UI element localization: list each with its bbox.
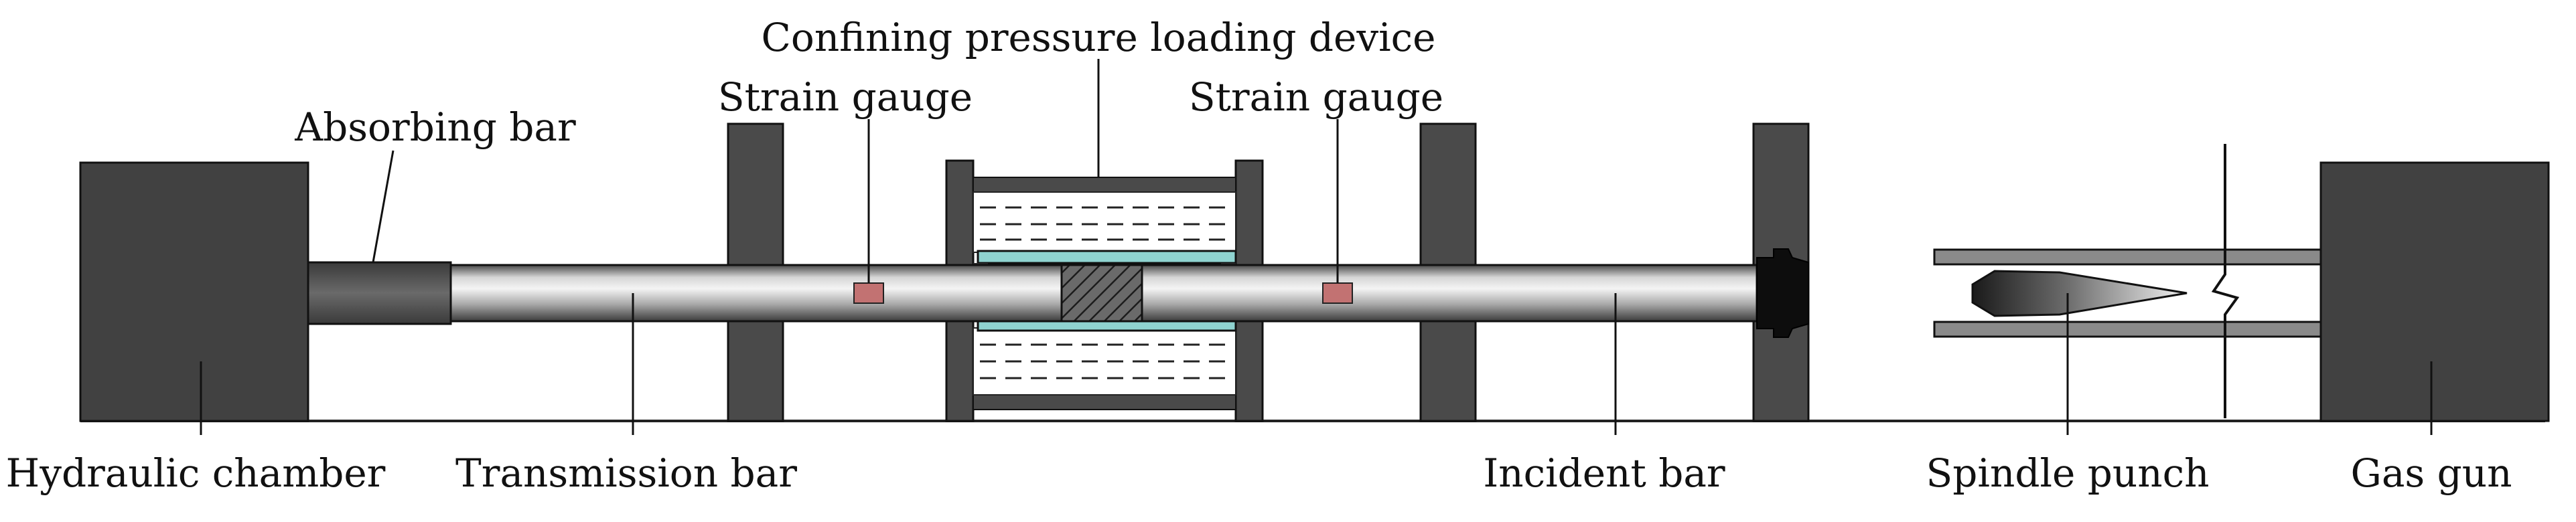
label-transmission-bar: Transmission bar: [455, 450, 797, 496]
label-spindle-punch: Spindle punch: [1926, 450, 2210, 496]
leader-lines: [200, 59, 2433, 435]
label-confining-pressure-device: Confining pressure loading device: [762, 15, 1436, 60]
absorbing-bar: [307, 261, 452, 325]
incident-bar-end-cap: [1756, 248, 1809, 338]
break-line: [2211, 144, 2240, 418]
strain-gauge-left: [853, 282, 884, 304]
label-absorbing-bar: Absorbing bar: [294, 104, 576, 150]
label-strain-gauge-right: Strain gauge: [1189, 74, 1443, 120]
strain-gauge-right: [1322, 282, 1353, 304]
label-strain-gauge-left: Strain gauge: [718, 74, 973, 120]
spindle-punch: [1971, 270, 2188, 317]
specimen: [1060, 264, 1143, 323]
label-hydraulic-chamber: Hydraulic chamber: [6, 450, 386, 496]
label-incident-bar: Incident bar: [1483, 450, 1725, 496]
gas-gun-block: [2319, 161, 2550, 422]
hydraulic-chamber-block: [79, 161, 309, 422]
label-gas-gun: Gas gun: [2351, 450, 2512, 496]
incident-bar: [1141, 264, 1758, 323]
transmission-bar: [449, 264, 1063, 323]
